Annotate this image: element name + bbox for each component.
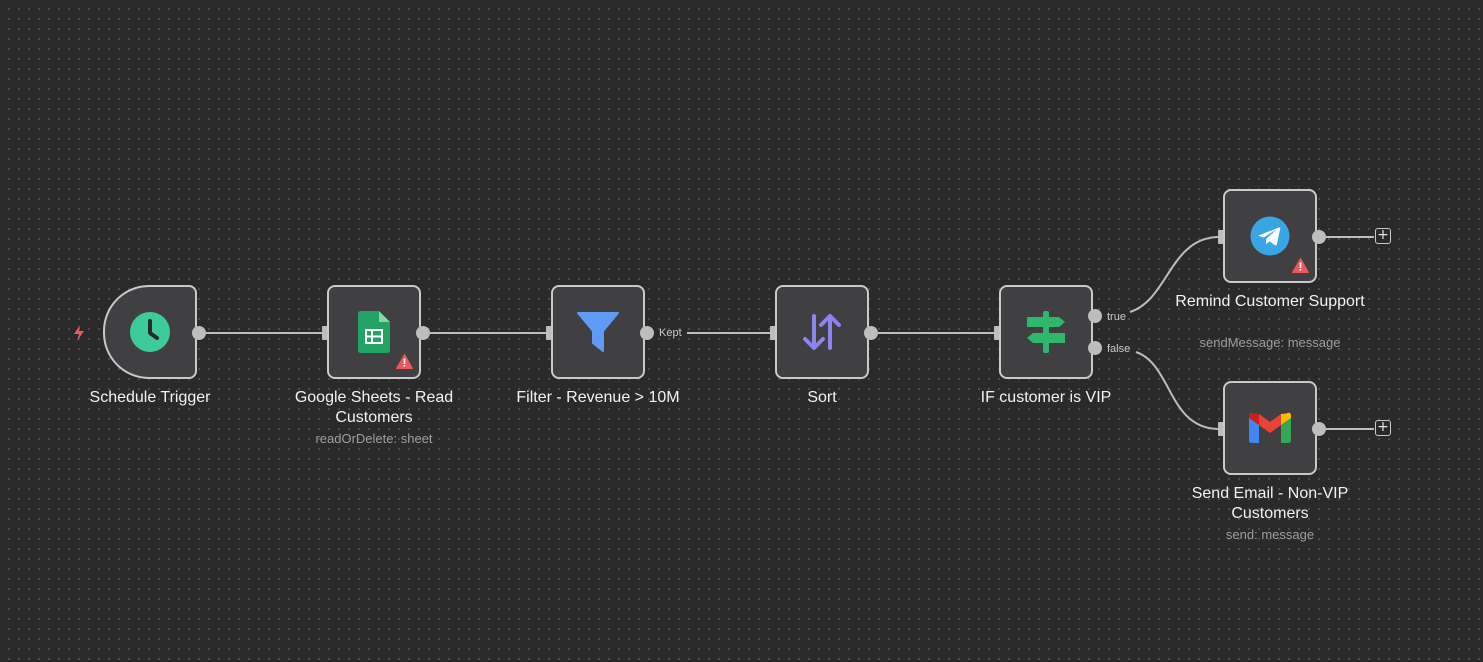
schedule-output-handle[interactable] xyxy=(192,326,206,340)
schedule-title: Schedule Trigger xyxy=(89,389,211,406)
node-telegram[interactable] xyxy=(1223,189,1317,283)
if-true-handle[interactable] xyxy=(1088,309,1102,323)
funnel-icon xyxy=(577,312,619,352)
google-sheets-icon xyxy=(358,311,390,353)
node-google-sheets[interactable] xyxy=(327,285,421,379)
if-true-label: true xyxy=(1107,311,1126,323)
sort-output-handle[interactable] xyxy=(864,326,878,340)
gmail-subtitle: send: message xyxy=(1225,527,1315,542)
telegram-output-handle[interactable] xyxy=(1312,230,1326,244)
if-false-label: false xyxy=(1107,343,1131,355)
gmail-title: Send Email - Non-VIP Customers xyxy=(1191,485,1349,522)
if-false-handle[interactable] xyxy=(1088,341,1102,355)
node-sort[interactable] xyxy=(775,285,869,379)
if-input-handle[interactable] xyxy=(994,326,1000,340)
clock-icon xyxy=(130,312,170,352)
node-gmail[interactable] xyxy=(1223,381,1317,475)
sort-input-handle[interactable] xyxy=(770,326,776,340)
warning-icon[interactable] xyxy=(396,354,413,369)
node-filter[interactable] xyxy=(551,285,645,379)
trigger-bolt-icon xyxy=(74,325,84,341)
gmail-icon xyxy=(1249,412,1291,443)
filter-output-handle[interactable] xyxy=(640,326,654,340)
add-node-button[interactable]: + xyxy=(1375,420,1391,436)
filter-title: Filter - Revenue > 10M xyxy=(516,389,680,406)
sheets-title: Google Sheets - Read Customers xyxy=(294,389,454,426)
sheets-input-handle[interactable] xyxy=(322,326,328,340)
edge-if-false-to-gmail xyxy=(1135,351,1219,430)
add-node-button[interactable]: + xyxy=(1375,228,1391,244)
gmail-output-handle[interactable] xyxy=(1312,422,1326,436)
signpost-icon xyxy=(1027,311,1065,353)
sort-title: Sort xyxy=(807,389,837,406)
warning-icon[interactable] xyxy=(1292,258,1309,273)
sheets-subtitle: readOrDelete: sheet xyxy=(315,431,433,446)
sort-arrows-icon xyxy=(803,314,841,350)
telegram-icon xyxy=(1250,216,1290,256)
telegram-subtitle: sendMessage: message xyxy=(1199,335,1341,350)
node-if[interactable] xyxy=(999,285,1093,379)
edge-if-true-to-telegram xyxy=(1129,236,1219,313)
gmail-input-handle[interactable] xyxy=(1218,422,1224,436)
telegram-input-handle[interactable] xyxy=(1218,230,1224,244)
node-schedule-trigger[interactable] xyxy=(103,285,197,379)
telegram-title: Remind Customer Support xyxy=(1175,293,1365,310)
if-title: IF customer is VIP xyxy=(980,389,1112,406)
filter-kept-label: Kept xyxy=(659,327,682,339)
filter-input-handle[interactable] xyxy=(546,326,552,340)
sheets-output-handle[interactable] xyxy=(416,326,430,340)
